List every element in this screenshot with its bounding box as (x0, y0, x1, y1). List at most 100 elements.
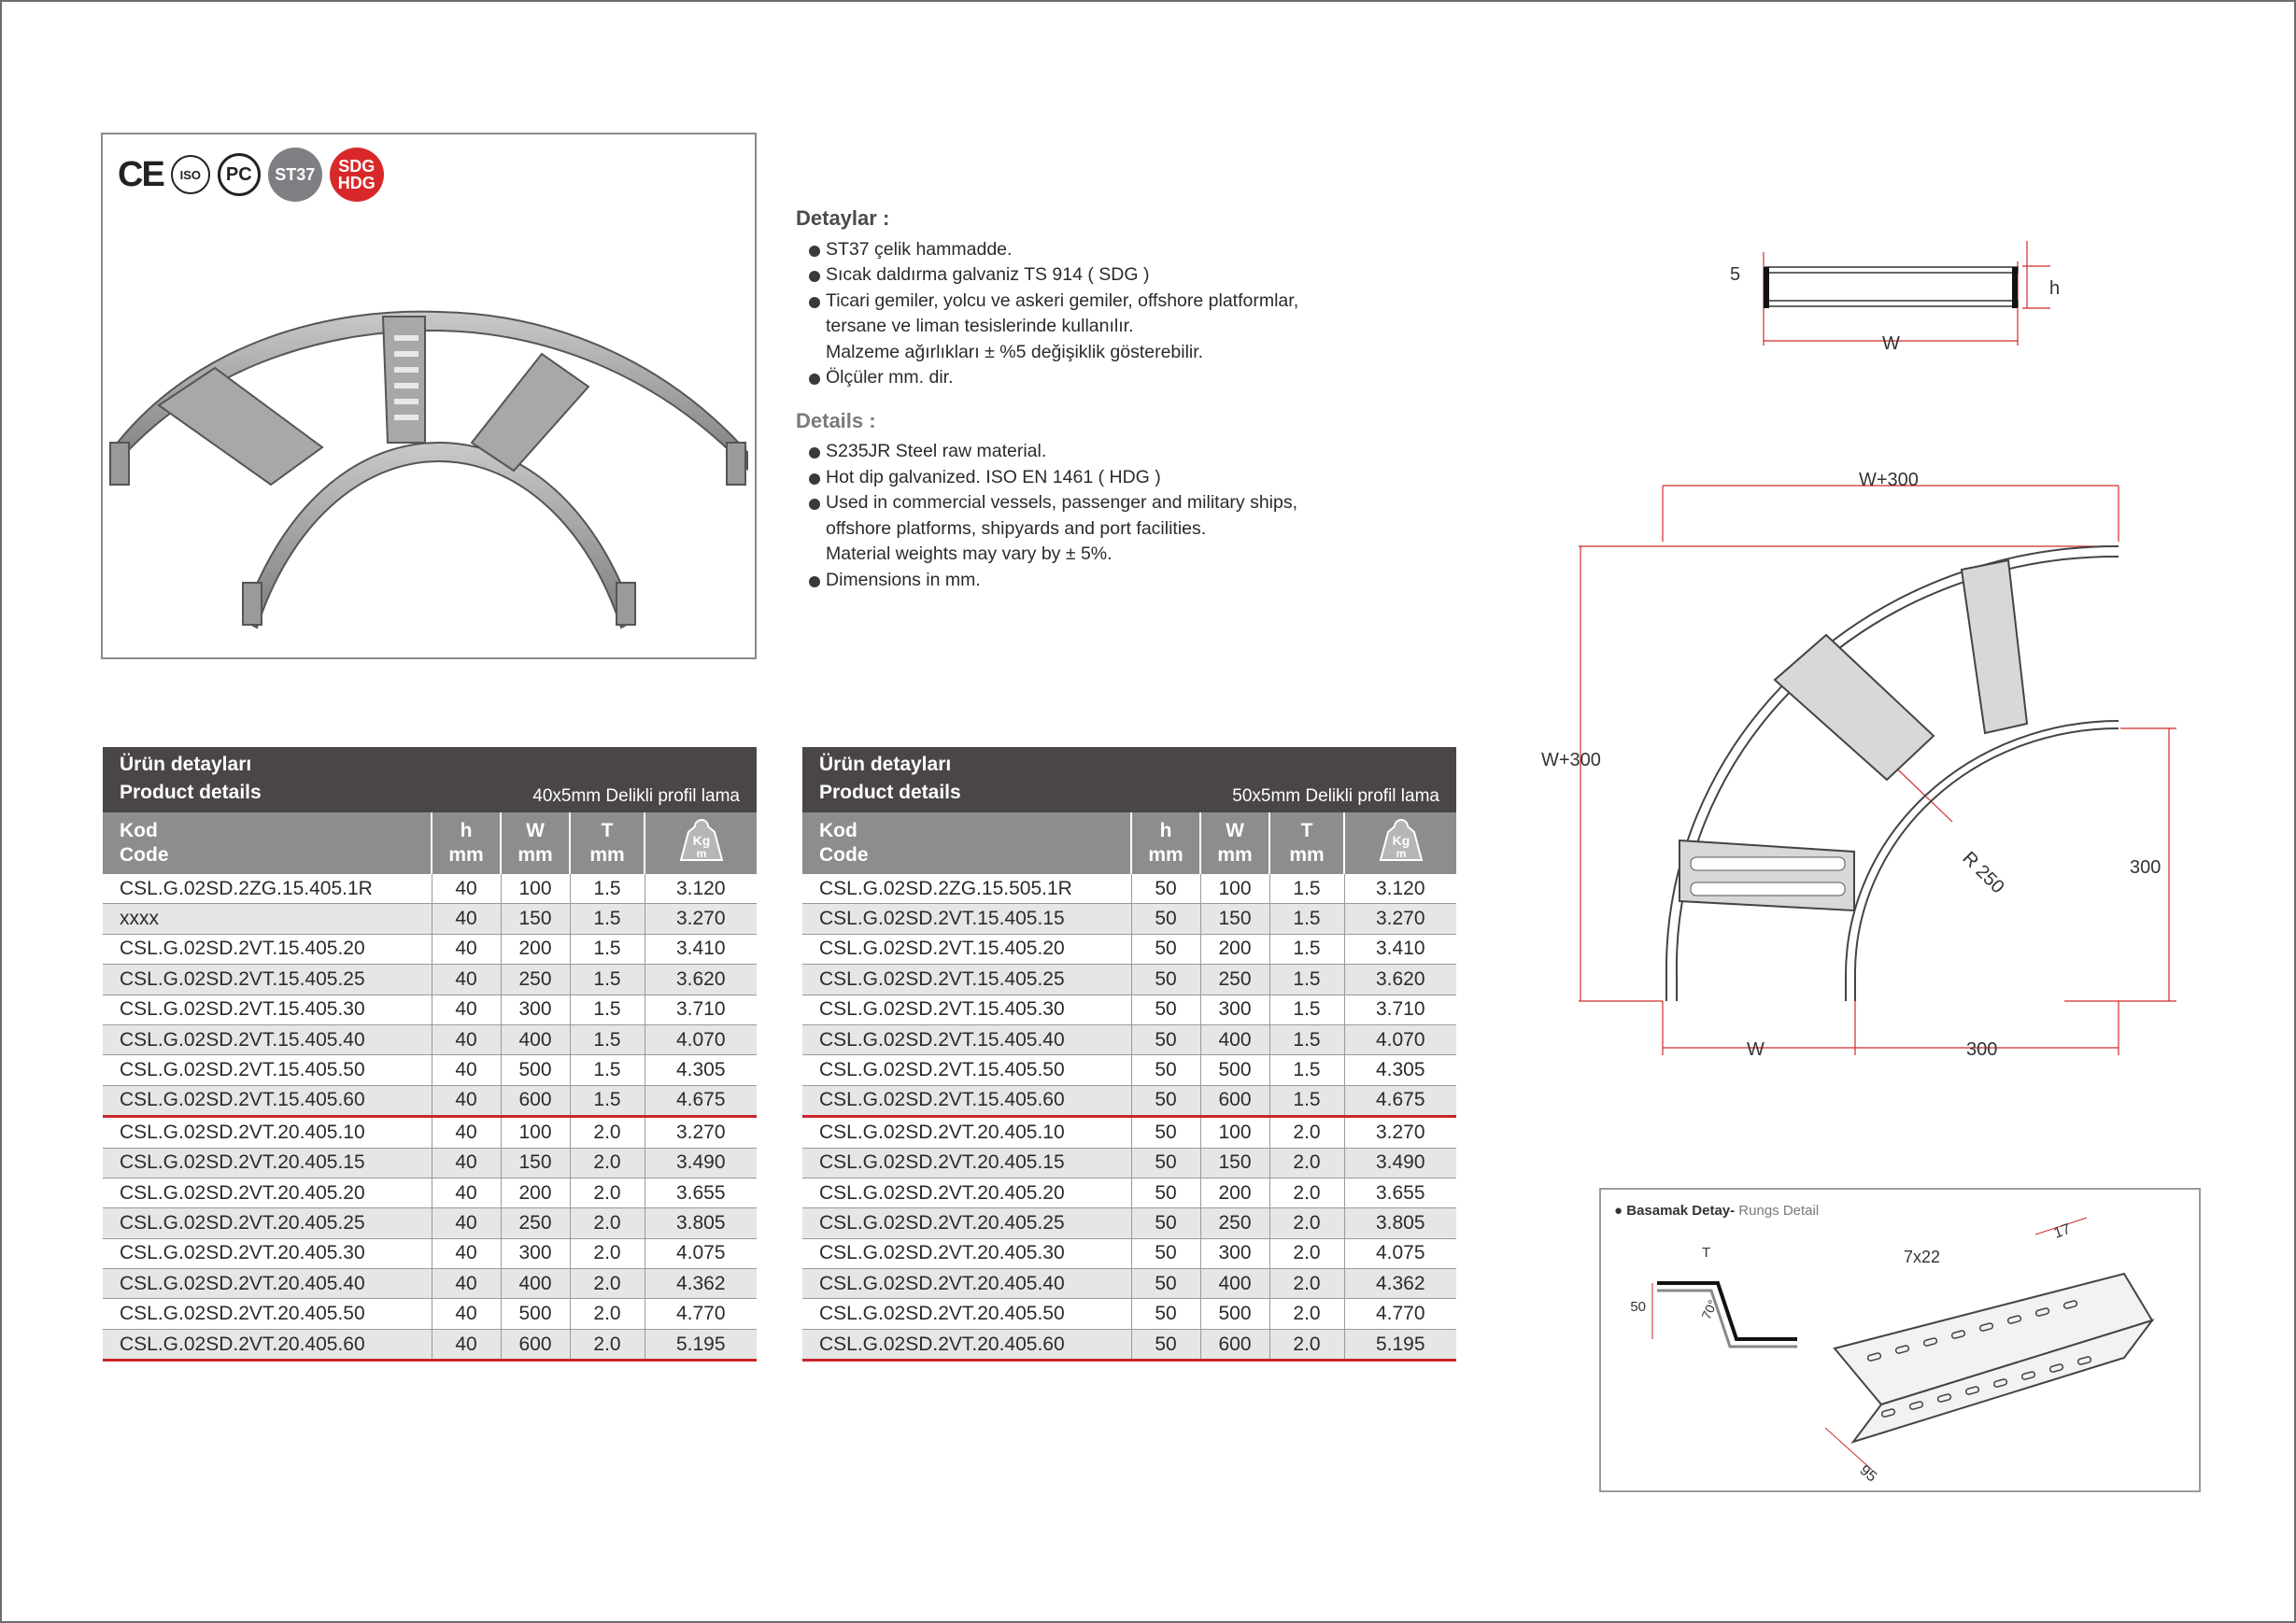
cell-w: 200 (500, 1178, 570, 1209)
cell-kg: 3.120 (644, 874, 757, 905)
details-item-tr-cont: Malzeme ağırlıkları ± %5 değişiklik göst… (826, 341, 1204, 362)
cell-t: 2.0 (1268, 1238, 1344, 1270)
cell-t: 1.5 (1268, 1054, 1344, 1086)
cell-w: 600 (500, 1329, 570, 1362)
col-code-tr: Kod (120, 820, 158, 841)
cell-code: CSL.G.02SD.2VT.20.405.40 (802, 1268, 1131, 1300)
table-subtitle: 50x5mm Delikli profil lama (1232, 786, 1439, 806)
cell-t: 1.5 (569, 1024, 645, 1056)
cell-kg: 3.710 (644, 995, 757, 1025)
cell-code: CSL.G.02SD.2VT.20.405.60 (103, 1329, 432, 1362)
cell-code: CSL.G.02SD.2VT.15.405.20 (802, 934, 1131, 966)
cross-section-drawing: 5 h W (1730, 241, 2060, 354)
ce-mark-icon: CE (118, 154, 165, 194)
cell-h: 40 (431, 964, 501, 995)
cell-kg: 4.305 (644, 1054, 757, 1086)
cell-kg: 5.195 (644, 1329, 757, 1362)
cell-kg: 3.120 (1343, 874, 1456, 905)
product-table-40x5: Ürün detayları Product details 40x5mm De… (103, 747, 757, 1362)
cell-w: 100 (500, 874, 570, 905)
col-code-tr: Kod (819, 820, 857, 841)
details-item-tr: Sıcak daldırma galvaniz TS 914 ( SDG ) (807, 262, 1375, 289)
table-title-row: Ürün detayları Product details 40x5mm De… (103, 747, 757, 812)
cell-w: 500 (500, 1054, 570, 1086)
details-list-tr: ST37 çelik hammadde. Sıcak daldırma galv… (796, 237, 1375, 391)
cell-t: 2.0 (569, 1178, 645, 1209)
st37-badge: ST37 (267, 148, 322, 202)
cell-w: 600 (1199, 1085, 1269, 1119)
cell-w: 200 (1199, 934, 1269, 966)
cell-t: 2.0 (1268, 1298, 1344, 1330)
cell-code: CSL.G.02SD.2VT.15.405.15 (802, 903, 1131, 935)
cell-kg: 4.770 (644, 1298, 757, 1330)
cell-w: 500 (1199, 1298, 1269, 1330)
cell-w: 600 (1199, 1329, 1269, 1362)
col-unit: mm (517, 844, 553, 866)
col-h: h (1159, 820, 1172, 841)
cell-code: CSL.G.02SD.2VT.20.405.50 (802, 1298, 1131, 1330)
cell-h: 40 (431, 995, 501, 1025)
cell-h: 50 (1130, 1238, 1200, 1270)
cell-kg: 5.195 (1343, 1329, 1456, 1362)
col-unit: mm (1148, 844, 1183, 866)
cell-kg: 3.270 (644, 903, 757, 935)
cell-kg: 3.655 (1343, 1178, 1456, 1209)
cell-h: 50 (1130, 1085, 1200, 1119)
cell-code: CSL.G.02SD.2ZG.15.405.1R (103, 874, 432, 905)
cell-h: 40 (431, 1298, 501, 1330)
cell-w: 150 (1199, 1148, 1269, 1178)
cable-ladder-bend-illustration (109, 310, 748, 629)
cell-h: 50 (1130, 1329, 1200, 1362)
table-title-tr: Ürün detayları (819, 754, 952, 775)
certification-row: CE ISO PC ST37 SDG HDG (118, 148, 384, 202)
cell-w: 250 (1199, 964, 1269, 995)
cell-t: 1.5 (1268, 995, 1344, 1025)
cell-code: CSL.G.02SD.2VT.15.405.40 (802, 1024, 1131, 1056)
cell-t: 1.5 (1268, 934, 1344, 966)
rung-detail-box: ● Basamak Detay- Rungs Detail 50 T 70° (1599, 1188, 2201, 1492)
product-details-text: Detaylar : ST37 çelik hammadde. Sıcak da… (796, 205, 1375, 593)
cell-code: CSL.G.02SD.2VT.15.405.40 (103, 1024, 432, 1056)
cell-h: 50 (1130, 995, 1200, 1025)
cell-w: 150 (500, 1148, 570, 1178)
col-w: W (1226, 820, 1244, 841)
cell-t: 2.0 (569, 1268, 645, 1300)
details-item-tr: Ölçüler mm. dir. (807, 365, 1375, 391)
cell-t: 1.5 (569, 1054, 645, 1086)
cell-w: 500 (1199, 1054, 1269, 1086)
table-subtitle: 40x5mm Delikli profil lama (532, 786, 740, 806)
cell-code: CSL.G.02SD.2VT.15.405.60 (103, 1085, 432, 1119)
rung-dim-t: T (1702, 1245, 1710, 1261)
cell-h: 40 (431, 1148, 501, 1178)
cell-w: 300 (1199, 995, 1269, 1025)
cell-kg: 3.410 (1343, 934, 1456, 966)
cell-code: CSL.G.02SD.2VT.15.405.60 (802, 1085, 1131, 1119)
cell-h: 50 (1130, 1207, 1200, 1239)
cell-code: CSL.G.02SD.2VT.15.405.30 (802, 995, 1131, 1025)
cell-w: 100 (500, 1116, 570, 1149)
cell-kg: 4.070 (1343, 1024, 1456, 1056)
cell-h: 40 (431, 1085, 501, 1119)
cell-t: 2.0 (569, 1207, 645, 1239)
cell-kg: 3.620 (1343, 964, 1456, 995)
table-title-en: Product details (819, 782, 961, 803)
cell-code: CSL.G.02SD.2VT.20.405.50 (103, 1298, 432, 1330)
details-item-en: Hot dip galvanized. ISO EN 1461 ( HDG ) (807, 465, 1375, 491)
col-code-en: Code (120, 844, 169, 866)
cell-t: 1.5 (1268, 1085, 1344, 1119)
col-w: W (526, 820, 545, 841)
cell-kg: 3.410 (644, 934, 757, 966)
cell-code: CSL.G.02SD.2VT.20.405.30 (802, 1238, 1131, 1270)
cell-kg: 4.305 (1343, 1054, 1456, 1086)
cell-h: 40 (431, 1207, 501, 1239)
